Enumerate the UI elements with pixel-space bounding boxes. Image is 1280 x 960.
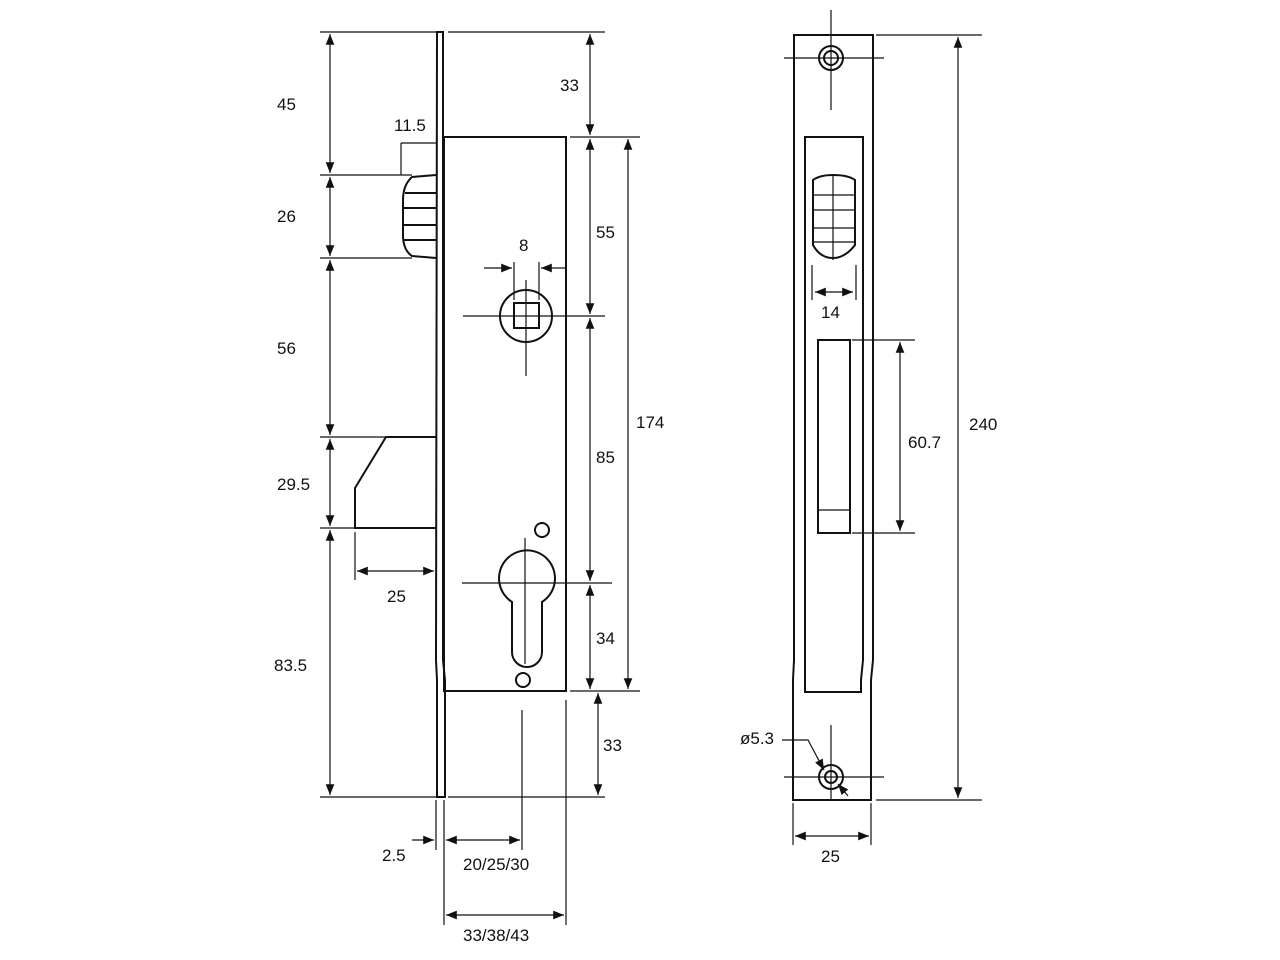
dim-hole-diameter: ø5.3 [740, 729, 774, 748]
latch-bolt [402, 174, 437, 259]
dim-174: 174 [636, 413, 664, 432]
dim-26: 26 [277, 207, 296, 226]
dim-60-7: 60.7 [908, 433, 941, 452]
dim-backset: 20/25/30 [463, 855, 529, 874]
dim-14: 14 [821, 303, 840, 322]
lock-case [443, 136, 567, 692]
dim-85: 85 [596, 448, 615, 467]
dim-8: 8 [519, 236, 528, 255]
dim-2-5: 2.5 [382, 846, 406, 865]
screw-hole [515, 672, 531, 688]
deadbolt [354, 436, 436, 529]
dim-83-5: 83.5 [274, 656, 307, 675]
screw-hole [534, 522, 550, 538]
dim-case-depth: 33/38/43 [463, 926, 529, 945]
dim-29-5: 29.5 [277, 475, 310, 494]
spindle-hole [463, 280, 605, 376]
cylinder-cutout [498, 549, 556, 668]
dim-33-top: 33 [560, 76, 579, 95]
dim-240: 240 [969, 415, 997, 434]
side-view: 45 26 56 29.5 83.5 11.5 8 25 33 55 85 34… [274, 31, 664, 945]
dim-25-front: 25 [821, 847, 840, 866]
dim-55: 55 [596, 223, 615, 242]
faceplate-front [792, 34, 874, 801]
latch-front [812, 173, 856, 260]
dim-25: 25 [387, 587, 406, 606]
bottom-screw-hole [782, 725, 884, 800]
dim-45: 45 [277, 95, 296, 114]
dim-34: 34 [596, 629, 615, 648]
inner-cutout [804, 136, 864, 693]
dim-56: 56 [277, 339, 296, 358]
deadbolt-slot [817, 339, 851, 534]
front-view: 14 60.7 240 25 ø5.3 [740, 10, 997, 866]
dim-33-bottom: 33 [603, 736, 622, 755]
top-screw-hole [784, 10, 884, 110]
dim-11-5: 11.5 [394, 116, 426, 135]
